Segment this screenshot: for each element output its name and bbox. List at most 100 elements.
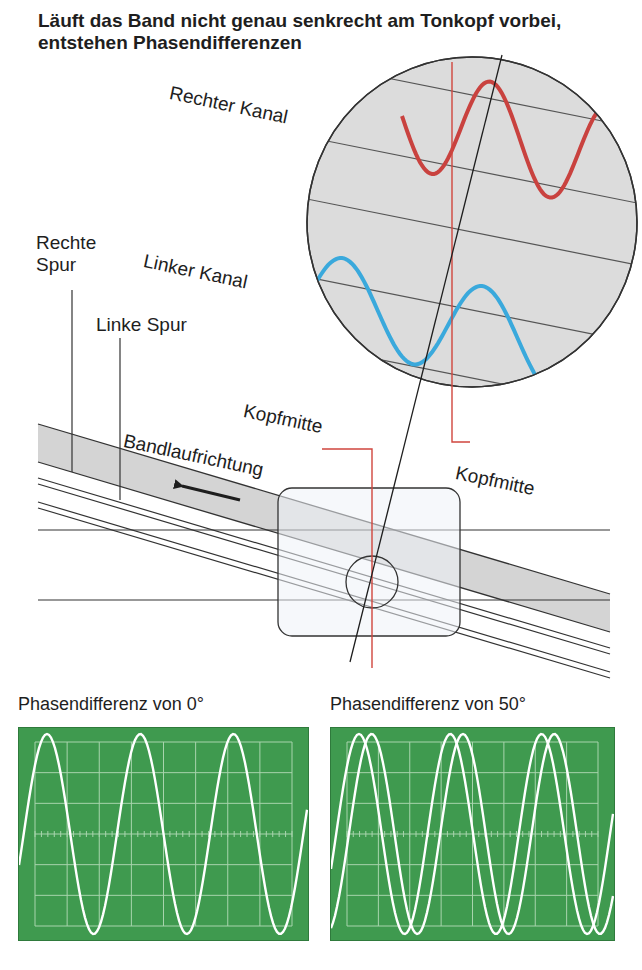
grid-tick (169, 831, 170, 837)
head-centre-label: Kopfmitte (453, 462, 536, 500)
head-centre-label: Kopfmitte (241, 400, 324, 438)
grid-tick (285, 831, 286, 837)
grid-tick (214, 831, 215, 837)
grid-tick (266, 831, 267, 837)
grid-tick (397, 831, 398, 837)
grid-tick (447, 831, 448, 837)
scope-trace (19, 728, 308, 940)
grid-tick (503, 831, 504, 837)
grid-tick (92, 831, 93, 837)
grid-tick (466, 831, 467, 837)
grid-line (598, 742, 599, 926)
grid-tick (157, 831, 158, 837)
grid-tick (79, 831, 80, 837)
grid-line (35, 803, 292, 804)
grid-tick (221, 831, 222, 837)
sine-trace (19, 734, 307, 934)
grid-tick (416, 831, 417, 837)
grid-tick (176, 831, 177, 837)
grid-tick (378, 831, 379, 837)
grid-tick (137, 831, 138, 837)
grid-tick (144, 831, 145, 837)
right-track (38, 478, 610, 648)
panel-heading: Phasendifferenz von 0° (18, 694, 307, 715)
grid-tick (522, 831, 523, 837)
grid-tick (510, 831, 511, 837)
grid-tick (227, 831, 228, 837)
grid-tick (47, 831, 48, 837)
grid-tick (86, 831, 87, 837)
magnified-view (307, 57, 637, 387)
grid-tick (253, 831, 254, 837)
channel-label: Rechter Kanal (167, 82, 289, 128)
grid-line (347, 895, 598, 896)
grid-tick (247, 831, 248, 837)
track-line (300, 344, 642, 413)
grid-tick (459, 831, 460, 837)
grid-tick (259, 831, 260, 837)
scope-trace (331, 728, 614, 940)
grid-tick (60, 831, 61, 837)
title: Läuft das Band nicht genau senkrecht am … (38, 10, 628, 54)
grid-tick (535, 831, 536, 837)
grid-line (347, 926, 598, 927)
grid-line (195, 742, 196, 926)
grid-line (503, 742, 504, 926)
grid-tick (554, 831, 555, 837)
grid-tick (403, 831, 404, 837)
grid-tick (131, 831, 132, 837)
grid-tick (585, 831, 586, 837)
grid-tick (73, 831, 74, 837)
grid-tick (528, 831, 529, 837)
grid-line (35, 742, 292, 743)
grid-tick (365, 831, 366, 837)
grid-tick (591, 831, 592, 837)
grid-line (35, 864, 292, 865)
track-line (300, 136, 642, 205)
oscilloscope-screen (330, 727, 615, 941)
panel-heading: Phasendifferenz von 50° (330, 694, 613, 715)
grid-tick (579, 831, 580, 837)
grid-tick (189, 831, 190, 837)
grid-tick (478, 831, 479, 837)
grid-line (99, 742, 100, 926)
grid-tick (409, 831, 410, 837)
grid-tick (353, 831, 354, 837)
grid-tick (195, 831, 196, 837)
grid-line (227, 742, 228, 926)
oscilloscope-panel: Phasendifferenz von 0° (18, 694, 307, 941)
right-channel-wave (402, 82, 602, 198)
sine-trace (331, 734, 613, 934)
channel-label: Linker Kanal (141, 250, 249, 293)
grid-tick (67, 831, 68, 837)
grid-line (535, 742, 536, 926)
grid-line (409, 742, 410, 926)
grid-tick (279, 831, 280, 837)
grid-tick (516, 831, 517, 837)
grid-line (67, 742, 68, 926)
grid-tick (105, 831, 106, 837)
oscilloscope-panel: Phasendifferenz von 50° (330, 694, 613, 941)
sine-trace (331, 734, 613, 934)
gap-line (350, 55, 502, 662)
grid-tick (497, 831, 498, 837)
grid-tick (572, 831, 573, 837)
track-label: Rechte Spur (36, 232, 106, 276)
grid-tick (112, 831, 113, 837)
grid-tick (54, 831, 55, 837)
grid-line (35, 772, 292, 773)
grid-line (259, 742, 260, 926)
grid-tick (566, 831, 567, 837)
grid-line (131, 742, 132, 926)
grid-tick (124, 831, 125, 837)
grid-line (35, 895, 292, 896)
grid-tick (292, 831, 293, 837)
grid-tick (560, 831, 561, 837)
track-label: Linke Spur (96, 314, 187, 336)
grid-line (347, 864, 598, 865)
grid-line (378, 742, 379, 926)
grid-tick (453, 831, 454, 837)
grid-tick (547, 831, 548, 837)
grid-tick (150, 831, 151, 837)
grid-tick (41, 831, 42, 837)
